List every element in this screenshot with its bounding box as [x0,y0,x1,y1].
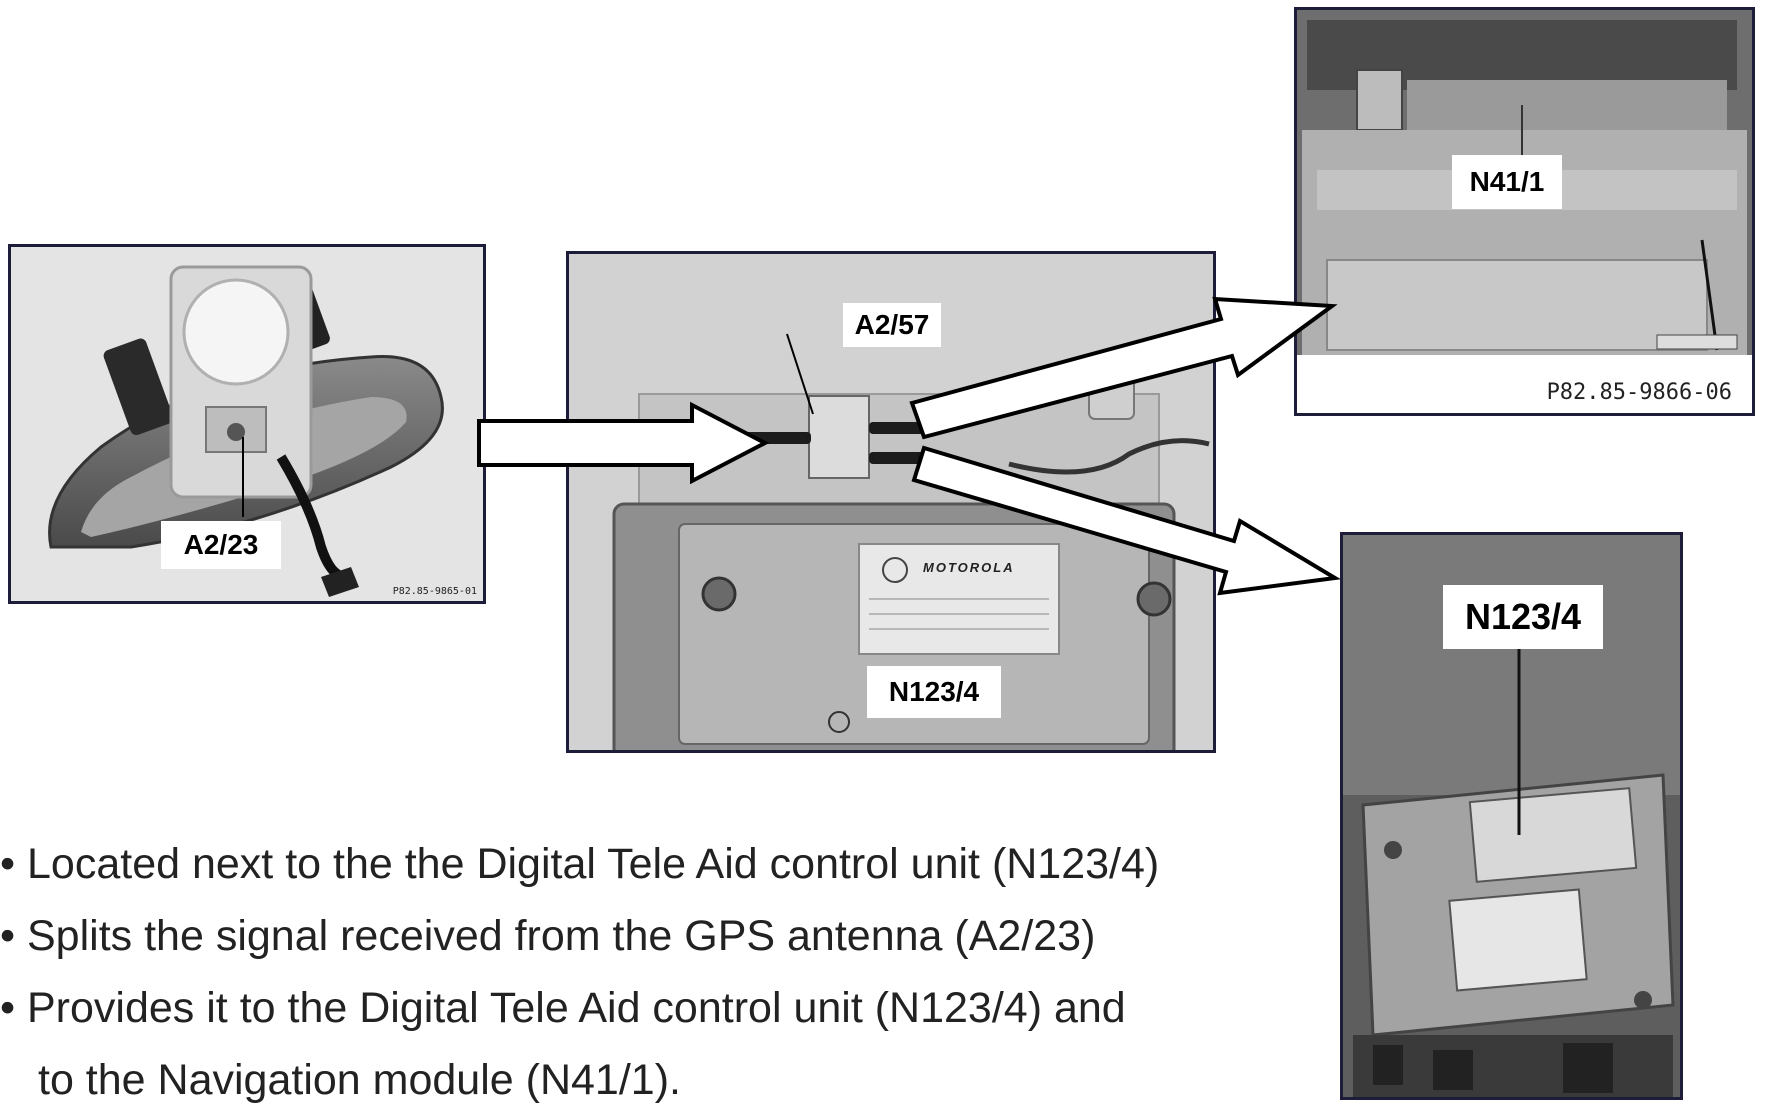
bullet-provides-continued: to the Navigation module (N41/1). [38,1056,681,1104]
n123-4-label: N123/4 [867,666,1001,718]
bullet-location: • Located next to the the Digital Tele A… [0,840,1160,888]
a2-23-label: A2/23 [161,521,281,569]
n123-4-detail-label: N123/4 [1443,585,1603,649]
n41-1-label: N41/1 [1452,155,1562,209]
mirror-photo-code: P82.85-9865-01 [392,586,477,597]
description-list: • Located next to the the Digital Tele A… [0,828,1320,1116]
nav-photo-code: P82.85-9866-06 [1546,380,1732,405]
motorola-brand: MOTOROLA [923,560,1015,575]
a2-57-label: A2/57 [843,303,941,347]
tele-aid-photo: N123/4 [1340,532,1683,1100]
bullet-splits-signal: • Splits the signal received from the GP… [0,912,1096,960]
splitter-photo: MOTOROLA A2/57 N123/4 [566,251,1216,753]
bullet-provides: • Provides it to the Digital Tele Aid co… [0,984,1126,1032]
mirror-illustration [48,265,444,597]
nav-module-photo: N41/1 P82.85-9866-06 [1294,7,1755,416]
mirror-antenna-photo: A2/23 P82.85-9865-01 [8,244,486,604]
